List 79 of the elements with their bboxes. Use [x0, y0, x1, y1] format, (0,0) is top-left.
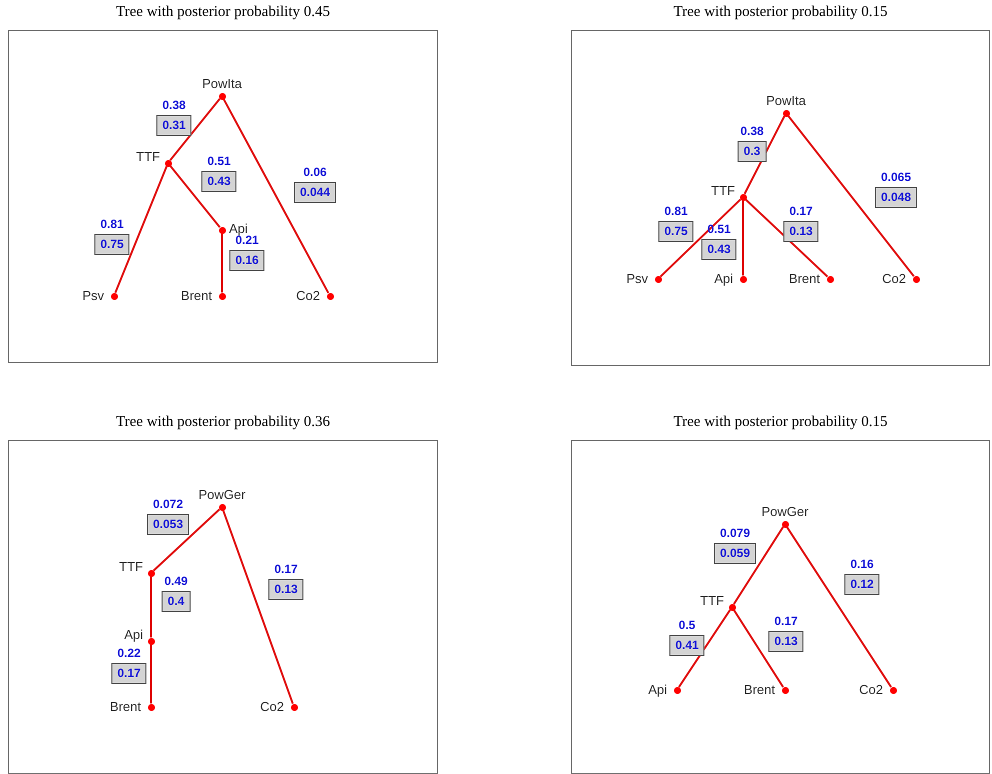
branch-value: 0.17 [274, 563, 298, 576]
branch-value: 0.065 [880, 171, 912, 184]
branch-value: 0.21 [235, 234, 259, 247]
tree-branch [114, 166, 168, 294]
probability-box: 0.13 [783, 221, 819, 242]
tree-branch [169, 98, 221, 161]
node-label: Brent [744, 682, 775, 697]
node-label: Co2 [859, 682, 883, 697]
node-label: Api [714, 271, 733, 286]
probability-box: 0.75 [658, 221, 694, 242]
node-label: Psv [82, 288, 104, 303]
tree-branch [742, 200, 744, 276]
probability-box: 0.41 [669, 635, 705, 656]
node-label: Api [648, 682, 667, 697]
branch-value: 0.06 [303, 166, 327, 179]
branch-value: 0.51 [207, 155, 231, 168]
branch-value: 0.17 [789, 205, 813, 218]
node-label: PowGer [198, 487, 246, 502]
node-label: Brent [110, 699, 141, 714]
branch-value: 0.16 [850, 558, 874, 571]
panel-title: Tree with posterior probability 0.45 [116, 3, 330, 22]
probability-box: 0.044 [294, 182, 336, 203]
tree-branch [150, 644, 152, 704]
tree-branch [221, 234, 223, 292]
branch-value: 0.22 [117, 647, 141, 660]
node-label: PowIta [766, 93, 806, 108]
panel-title: Tree with posterior probability 0.15 [674, 413, 888, 432]
probability-box: 0.4 [162, 591, 190, 612]
probability-box: 0.17 [111, 663, 147, 684]
node-label: TTF [119, 559, 143, 574]
tree-branch [152, 508, 220, 572]
tree-branch [169, 165, 221, 228]
probability-box: 0.053 [146, 514, 190, 535]
probability-box: 0.059 [714, 543, 756, 564]
node-label: TTF [711, 183, 735, 198]
branch-value: 0.072 [152, 498, 184, 511]
node-label: Co2 [296, 288, 320, 303]
branch-value: 0.38 [162, 99, 186, 112]
panel-title: Tree with posterior probability 0.15 [674, 3, 888, 22]
tree-branch [744, 116, 786, 194]
node-label: TTF [136, 149, 160, 164]
node-label: Co2 [882, 271, 906, 286]
branch-value: 0.079 [720, 527, 750, 540]
node-label: TTF [700, 593, 724, 608]
tree-branch [222, 98, 330, 294]
node-label: Api [124, 627, 143, 642]
branch-value: 0.49 [164, 575, 188, 588]
node-label: Api [229, 221, 248, 236]
probability-box: 0.43 [701, 239, 737, 260]
node-label: Psv [626, 271, 648, 286]
probability-box: 0.12 [844, 574, 880, 595]
panel-title: Tree with posterior probability 0.36 [116, 413, 330, 432]
probability-box: 0.048 [874, 187, 918, 208]
branch-value: 0.38 [740, 125, 764, 138]
node-label: PowIta [202, 76, 242, 91]
probability-box: 0.75 [94, 234, 130, 255]
tree-branch [733, 609, 784, 688]
tree-branch [733, 526, 784, 605]
tree-branch [744, 198, 828, 278]
tree-branch [150, 576, 152, 638]
probability-box: 0.13 [768, 631, 804, 652]
probability-box: 0.31 [156, 115, 192, 136]
branch-value: 0.81 [100, 218, 124, 231]
tree-branch [678, 609, 731, 688]
probability-box: 0.43 [201, 171, 237, 192]
node-label: PowGer [762, 504, 808, 519]
probability-box: 0.16 [229, 250, 265, 271]
node-label: Brent [180, 288, 212, 303]
tree-branch [660, 198, 742, 278]
branch-value: 0.81 [664, 205, 688, 218]
node-label: Brent [788, 271, 820, 286]
tree-branch [222, 510, 294, 704]
branch-value: 0.5 [678, 619, 696, 632]
tree-branch [786, 526, 892, 688]
probability-box: 0.13 [268, 579, 304, 600]
branch-value: 0.17 [774, 615, 798, 628]
probability-box: 0.3 [738, 141, 766, 162]
node-label: Co2 [260, 699, 284, 714]
tree-branch [787, 115, 915, 277]
